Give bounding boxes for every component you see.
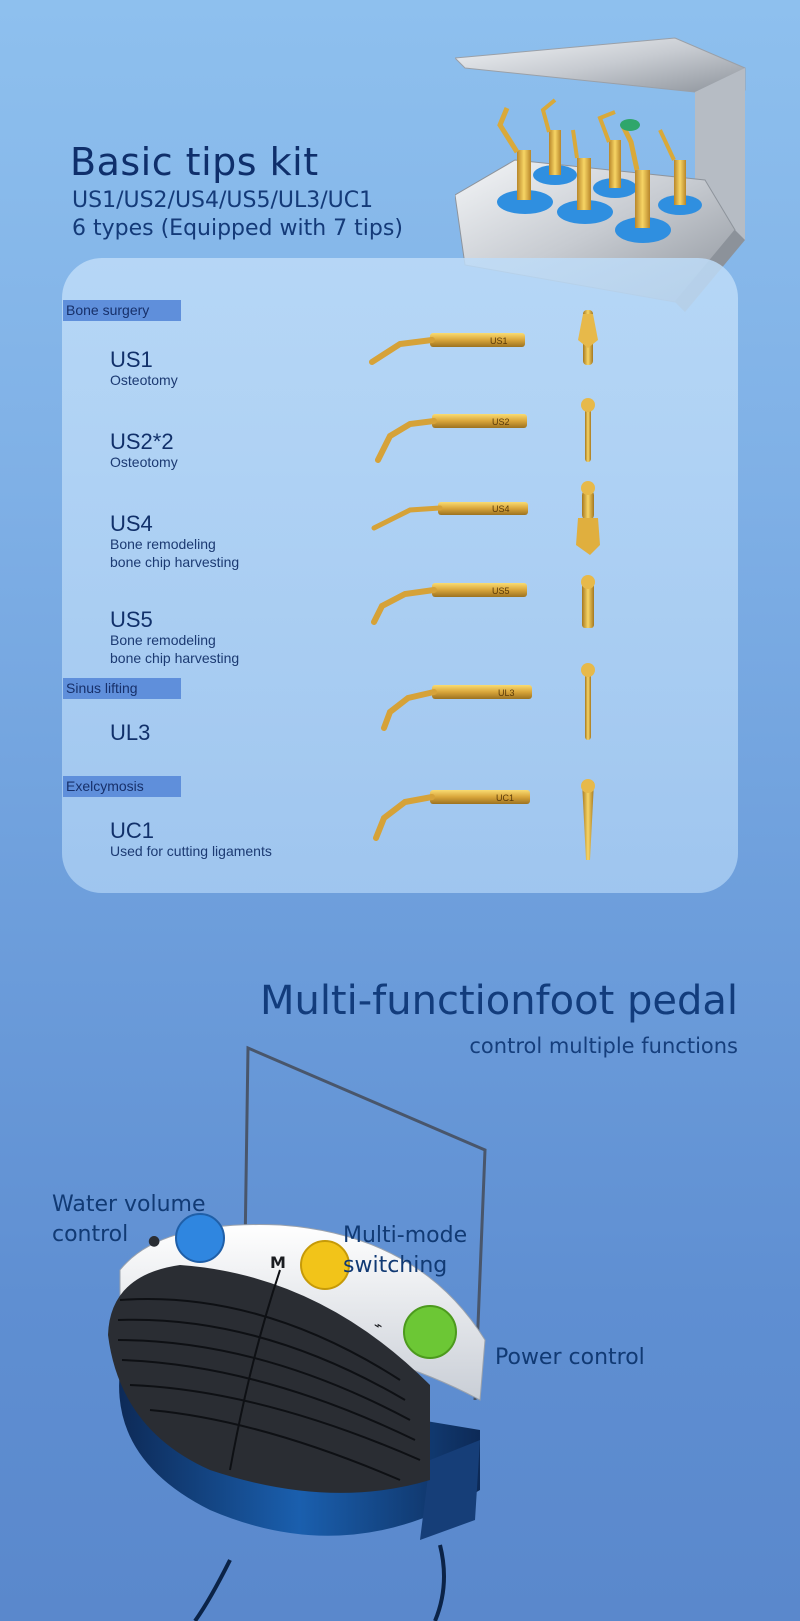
tip-code-us1: US1 xyxy=(110,347,153,372)
kit-title: Basic tips kit xyxy=(70,140,319,184)
category-exelcymosis: Exelcymosis xyxy=(63,776,181,797)
callout-power: Power control xyxy=(495,1345,645,1370)
svg-text:US4: US4 xyxy=(492,504,510,514)
tip-side-uc1: UC1 xyxy=(373,790,530,841)
tip-front-us1 xyxy=(578,310,598,365)
tip-side-us4: US4 xyxy=(371,502,528,531)
tip-code-ul3: UL3 xyxy=(110,720,151,745)
tip-side-us1: US1 xyxy=(369,333,525,365)
callout-water-line1: Water volume xyxy=(52,1192,206,1217)
svg-text:UL3: UL3 xyxy=(498,688,515,698)
tip-front-us4 xyxy=(576,481,600,555)
svg-text:US1: US1 xyxy=(490,336,508,346)
tip-code-us5: US5 xyxy=(110,607,153,632)
power-button xyxy=(403,1305,457,1359)
tip-side-us2: US2 xyxy=(375,414,527,463)
tip-front-uc1 xyxy=(581,779,595,860)
callout-mode-line2: switching xyxy=(343,1253,448,1278)
tip-desc-us4-line1: Bone remodeling xyxy=(110,536,216,552)
svg-text:●: ● xyxy=(148,1233,160,1249)
tip-side-us5: US5 xyxy=(371,583,527,625)
tip-code-us2: US2*2 xyxy=(110,429,174,454)
svg-text:UC1: UC1 xyxy=(496,793,514,803)
tip-side-ul3: UL3 xyxy=(381,685,532,731)
kit-models: US1/US2/US4/US5/UL3/UC1 xyxy=(72,188,374,213)
tip-desc-us1: Osteotomy xyxy=(110,372,178,388)
pedal-subtitle: control multiple functions xyxy=(469,1034,738,1058)
pedal-title: Multi-functionfoot pedal xyxy=(259,978,738,1024)
category-bone-surgery: Bone surgery xyxy=(63,300,181,321)
tip-desc-us2: Osteotomy xyxy=(110,454,178,470)
tip-desc-us5-line1: Bone remodeling xyxy=(110,632,216,648)
callout-water-volume: Water volume control xyxy=(52,1190,206,1250)
callout-water-line2: control xyxy=(52,1222,129,1247)
tip-desc-uc1: Used for cutting ligaments xyxy=(110,843,272,859)
svg-text:US5: US5 xyxy=(492,586,510,596)
tip-front-us2 xyxy=(581,398,595,462)
svg-text:US2: US2 xyxy=(492,417,510,427)
category-sinus-lifting: Sinus lifting xyxy=(63,678,181,699)
tip-code-uc1: UC1 xyxy=(110,818,155,843)
foot-pedal-image: ● M ⌁ xyxy=(108,1045,487,1621)
callout-mode-line1: Multi-mode xyxy=(343,1223,468,1248)
svg-text:⌁: ⌁ xyxy=(374,1318,382,1334)
tip-desc-us4-line2: bone chip harvesting xyxy=(110,554,240,570)
water-volume-button xyxy=(175,1213,225,1263)
tip-front-ul3 xyxy=(581,663,595,740)
tip-code-us4: US4 xyxy=(110,511,153,536)
kit-types: 6 types (Equipped with 7 tips) xyxy=(72,216,403,241)
svg-text:M: M xyxy=(270,1253,286,1272)
tip-images: US1 US2 US4 US5 UL3 xyxy=(369,310,600,860)
tip-desc-us5-line2: bone chip harvesting xyxy=(110,650,240,666)
mode-button xyxy=(300,1240,350,1290)
callout-multi-mode: Multi-mode switching xyxy=(343,1221,467,1281)
tip-front-us5 xyxy=(581,575,595,628)
